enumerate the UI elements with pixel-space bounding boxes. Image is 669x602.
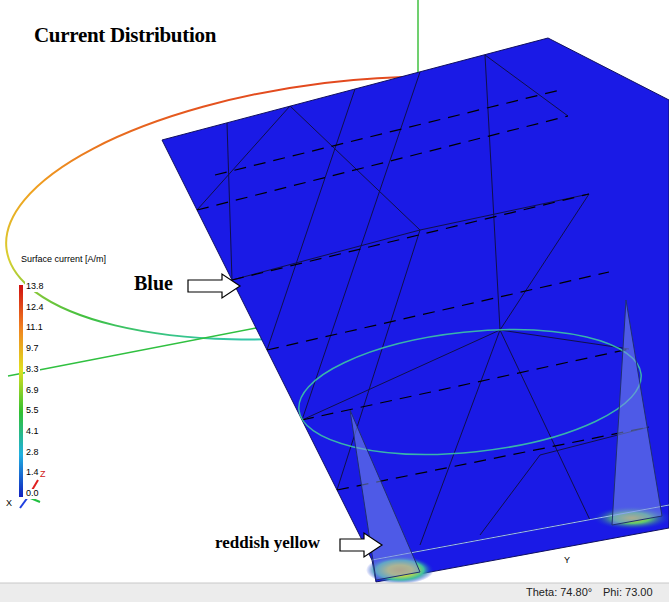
mesh-line — [227, 123, 232, 280]
scale-value: 4.1 — [25, 427, 40, 437]
axis-letter: X — [6, 499, 12, 509]
fin — [612, 300, 662, 525]
mesh-line — [232, 230, 420, 280]
status-text: Phi: 73.00 — [603, 586, 653, 598]
mesh-dash — [267, 272, 609, 350]
callout-label: Blue — [133, 272, 174, 294]
color-bar — [19, 285, 23, 497]
mesh-line — [290, 106, 420, 230]
pointer-arrow — [340, 533, 382, 557]
scale-value: 5.5 — [25, 406, 40, 416]
mesh-line — [485, 55, 500, 330]
mesh-line — [480, 455, 540, 535]
mesh-line — [485, 55, 568, 116]
mesh-line — [197, 106, 290, 210]
scale-value: 2.8 — [25, 448, 40, 458]
mesh-dash — [337, 427, 649, 490]
fin — [350, 410, 420, 580]
mesh-line — [420, 330, 500, 545]
pointer-arrow — [188, 274, 240, 298]
axis-letter: Y — [563, 556, 571, 566]
scale-value: 8.3 — [25, 365, 40, 375]
scale-value: 13.8 — [25, 282, 45, 292]
mesh-dash — [215, 90, 560, 175]
scale-value: 0.0 — [25, 489, 40, 499]
callout-label: reddish yellow — [214, 534, 321, 553]
mesh-dash — [232, 194, 589, 280]
status-bar-border — [0, 583, 669, 584]
scale-value: 1.4 — [25, 468, 40, 478]
mesh-line — [420, 194, 589, 230]
scale-value: 11.1 — [25, 323, 44, 333]
pattern-ring — [293, 314, 648, 469]
axis-letter: Z — [40, 470, 46, 480]
diagram-title: Current Distribution — [34, 24, 216, 47]
ground-plane — [162, 38, 669, 560]
legend-title: Surface current [A/m] — [20, 255, 107, 265]
status-bar — [0, 583, 669, 602]
status-text: Theta: 74.80° — [526, 586, 592, 598]
mesh-dash — [197, 116, 568, 210]
mesh-line — [267, 89, 355, 350]
mesh-lines — [197, 55, 649, 545]
mesh-line — [500, 194, 589, 330]
mesh-line — [500, 330, 590, 520]
scale-value: 6.9 — [25, 386, 40, 396]
scale-value: 9.7 — [25, 344, 40, 354]
scale-value: 12.4 — [25, 303, 45, 313]
mesh-dashes — [197, 90, 649, 490]
